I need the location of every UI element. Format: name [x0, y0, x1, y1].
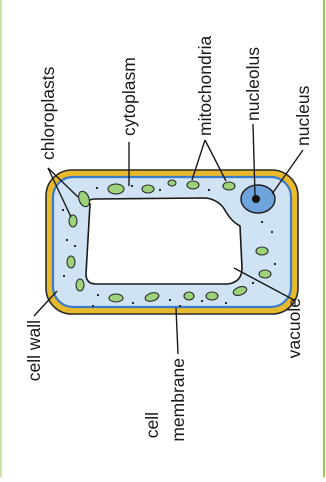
organelle [109, 294, 123, 302]
nucleolus-shape [252, 195, 260, 203]
organelle [142, 185, 154, 193]
organelle [76, 279, 84, 291]
organelle [223, 182, 235, 190]
organelle [187, 181, 199, 189]
label-nucleus: nucleus [293, 85, 313, 146]
label-cytoplasm: cytoplasm [119, 57, 139, 136]
organelle [184, 292, 194, 300]
organelle [206, 292, 218, 300]
organelle [168, 180, 176, 186]
organelle [108, 184, 124, 194]
label-chloroplasts: chloroplasts [38, 66, 58, 160]
organelle [256, 247, 268, 255]
label-cell-membrane-line1: cell [142, 412, 162, 438]
vacuole-shape [86, 198, 242, 284]
label-cell-membrane-line2: membrane [168, 358, 188, 442]
label-mitochondria: mitochondria [195, 36, 215, 136]
label-vacuole: vacuole [284, 298, 304, 358]
organelle [259, 270, 271, 278]
label-nucleolus: nucleolus [243, 47, 263, 121]
organelle [67, 256, 75, 268]
label-cell-wall: cell wall [24, 320, 44, 381]
